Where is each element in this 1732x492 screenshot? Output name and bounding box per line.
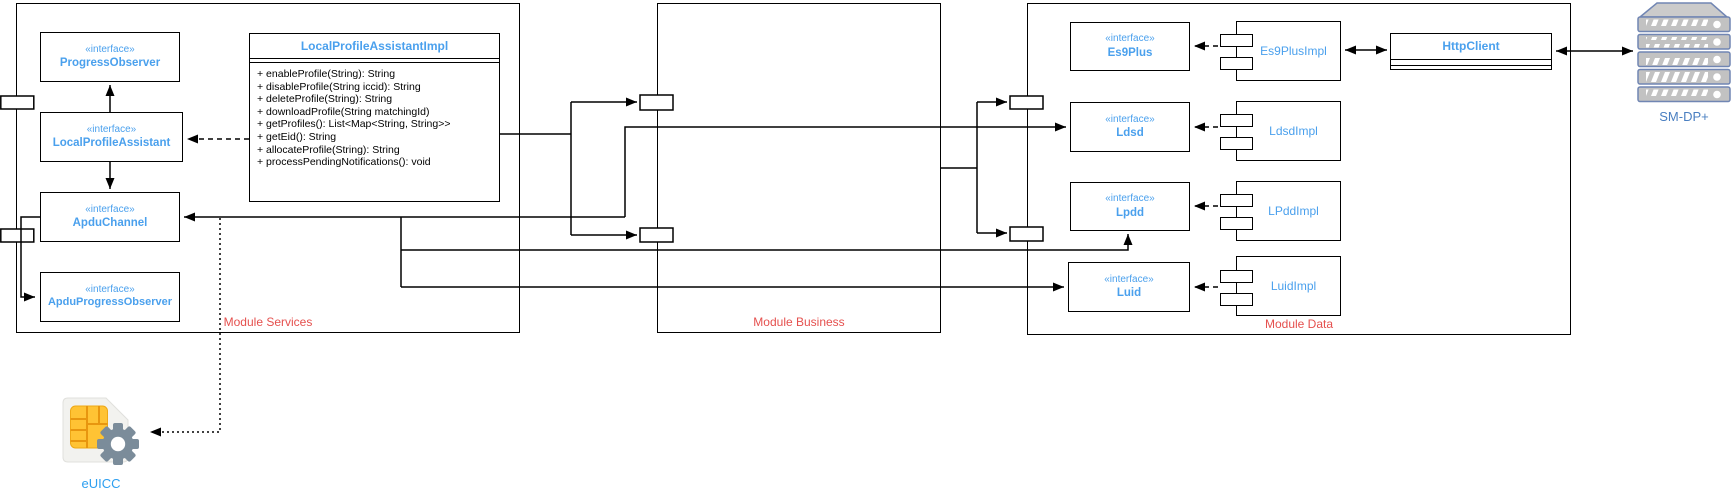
class-title: HttpClient — [1391, 34, 1551, 60]
class-method: + processPendingNotifications(): void — [257, 156, 431, 169]
component-luid-impl[interactable]: LuidImpl — [1236, 256, 1341, 316]
component-icon — [1220, 57, 1253, 70]
interface-es9plus[interactable]: «interface» Es9Plus — [1070, 22, 1190, 71]
interface-name: Luid — [1116, 287, 1142, 300]
class-http-client[interactable]: HttpClient — [1390, 33, 1552, 70]
class-method: + deleteProfile(String): String — [257, 93, 393, 106]
interface-luid[interactable]: «interface» Luid — [1068, 262, 1190, 312]
component-icon — [1220, 293, 1253, 306]
interface-name: LocalProfileAssistant — [52, 137, 171, 150]
interface-progress-observer[interactable]: «interface» ProgressObserver — [40, 32, 180, 82]
stereotype-label: «interface» — [85, 43, 135, 55]
component-name: LuidImpl — [1270, 279, 1317, 293]
stereotype-label: «interface» — [1105, 193, 1155, 205]
interface-name: Es9Plus — [1107, 46, 1153, 59]
module-services-label: Module Services — [223, 315, 313, 329]
component-icon — [1220, 270, 1253, 283]
component-name: LdsdImpl — [1269, 124, 1318, 138]
class-method: + allocateProfile(String): String — [257, 143, 400, 156]
interface-name: ApduProgressObserver — [47, 296, 173, 309]
interface-lpdd[interactable]: «interface» Lpdd — [1070, 182, 1190, 231]
interface-apdu-progress-observer[interactable]: «interface» ApduProgressObserver — [40, 272, 180, 322]
module-business-label: Module Business — [753, 315, 845, 329]
class-method: + enableProfile(String): String — [257, 68, 396, 80]
stereotype-label: «interface» — [1105, 113, 1155, 125]
component-name: LPddImpl — [1268, 204, 1319, 218]
module-business-box[interactable]: Module Business — [657, 3, 941, 333]
class-method: + downloadProfile(String matchingId) — [257, 105, 430, 118]
component-icon — [1220, 194, 1253, 207]
class-local-profile-assistant-impl[interactable]: LocalProfileAssistantImpl + enableProfil… — [249, 33, 500, 202]
class-method-list: + enableProfile(String): String + disabl… — [250, 63, 499, 169]
interface-name: Ldsd — [1116, 127, 1144, 140]
sim-card-icon — [62, 397, 129, 463]
class-compartment-separator — [1391, 60, 1551, 66]
component-icon — [1220, 114, 1253, 127]
interface-ldsd[interactable]: «interface» Ldsd — [1070, 102, 1190, 152]
server-icon[interactable] — [1637, 2, 1731, 103]
component-name: Es9PlusImpl — [1260, 44, 1327, 58]
class-method: + getProfiles(): List<Map<String, String… — [257, 118, 451, 131]
sim-card-gear-icon[interactable] — [62, 397, 139, 465]
interface-local-profile-assistant[interactable]: «interface» LocalProfileAssistant — [40, 112, 183, 162]
interface-name: ProgressObserver — [59, 57, 161, 70]
module-data-label: Module Data — [1264, 317, 1334, 331]
stereotype-label: «interface» — [1105, 33, 1155, 45]
euicc-label: eUICC — [81, 476, 121, 491]
component-lpdd-impl[interactable]: LPddImpl — [1236, 181, 1341, 241]
component-es9plus-impl[interactable]: Es9PlusImpl — [1236, 21, 1341, 81]
class-compartment-separator — [250, 59, 499, 63]
stereotype-label: «interface» — [85, 283, 135, 295]
component-icon — [1220, 137, 1253, 150]
class-method: + disableProfile(String iccid): String — [257, 80, 421, 93]
component-icon — [1220, 34, 1253, 47]
class-title: LocalProfileAssistantImpl — [250, 34, 499, 59]
stereotype-label: «interface» — [1104, 273, 1154, 285]
server-label: SM-DP+ — [1659, 109, 1709, 124]
module-services-box[interactable]: Module Services — [16, 3, 520, 333]
interface-name: Lpdd — [1115, 206, 1145, 219]
gear-icon — [97, 423, 139, 465]
interface-name: ApduChannel — [72, 217, 148, 230]
class-method: + getEid(): String — [257, 130, 337, 143]
component-ldsd-impl[interactable]: LdsdImpl — [1236, 101, 1341, 161]
stereotype-label: «interface» — [86, 123, 137, 135]
stereotype-label: «interface» — [85, 203, 135, 215]
interface-apdu-channel[interactable]: «interface» ApduChannel — [40, 192, 180, 242]
component-icon — [1220, 217, 1253, 230]
